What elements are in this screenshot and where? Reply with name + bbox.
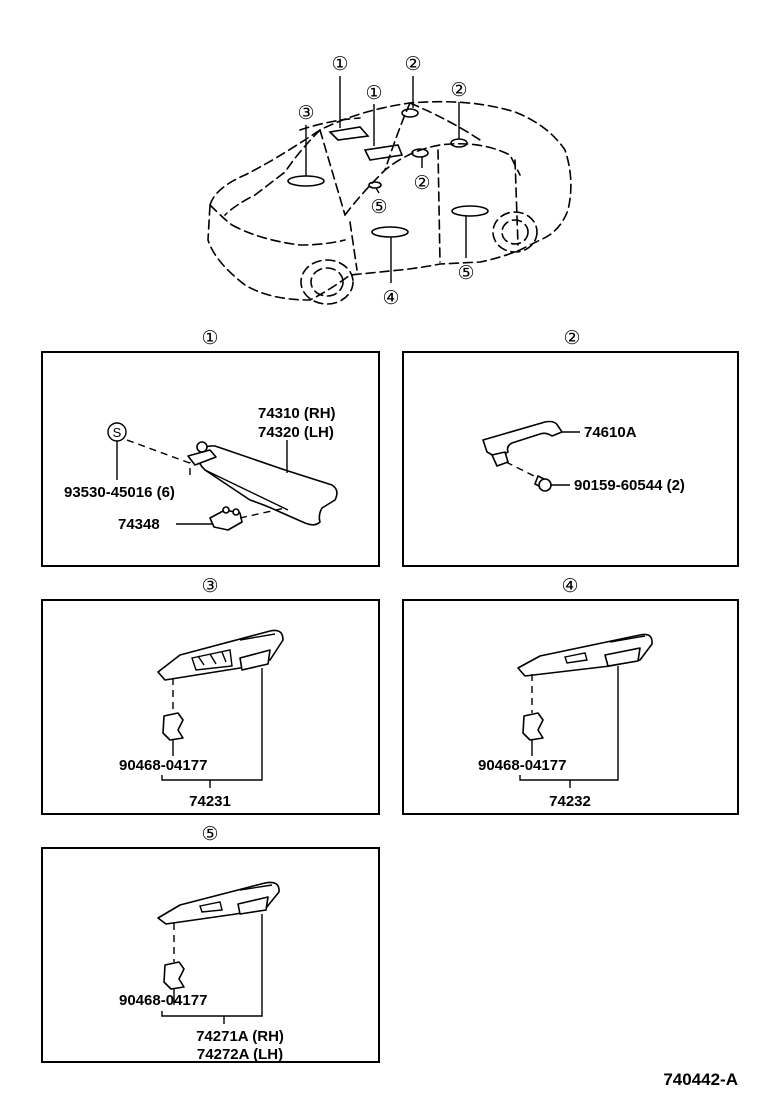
panel-4-frame <box>402 599 739 815</box>
panel-2-frame <box>402 351 739 567</box>
callout-4: ④ <box>382 288 399 309</box>
part-93530: 93530-45016 (6) <box>64 484 175 501</box>
panel-sun-visor: ① S 74310 (RH) 74320 (LH) 93530-45016 (6… <box>41 328 380 567</box>
part-74272A: 74272A (LH) <box>197 1046 283 1063</box>
figure-code: 740442-A <box>663 1070 738 1089</box>
part-74232: 74232 <box>549 793 591 810</box>
panel-5-marker: ⑤ <box>201 824 218 845</box>
part-90468-a: 90468-04177 <box>119 757 207 774</box>
clip-front <box>163 961 185 990</box>
car-overview: ① ② ③ ① ② ② ⑤ ④ ⑤ <box>207 54 572 309</box>
panel-5-frame <box>41 847 380 1063</box>
callout-1-top: ① <box>331 54 348 75</box>
panel-switch-base-74232: ④ 90468-04177 74232 <box>402 576 739 815</box>
panel-2-marker: ② <box>563 328 580 349</box>
part-74610A: 74610A <box>584 424 637 441</box>
panel-assist-grip: ② 74610A 90159-60544 (2) <box>402 328 739 567</box>
panel-switch-base-74271A: ⑤ 90468-04177 74271A (RH) 74272A (LH) <box>41 824 380 1063</box>
panel-4-marker: ④ <box>561 576 578 597</box>
part-74320: 74320 (LH) <box>258 424 334 441</box>
clip-rear <box>522 712 544 741</box>
panel-3-marker: ③ <box>201 576 218 597</box>
callout-5-rear: ⑤ <box>457 263 474 284</box>
callout-3: ③ <box>297 103 314 124</box>
callout-2-lower: ② <box>413 173 430 194</box>
callout-2-top: ② <box>404 54 421 75</box>
part-74310: 74310 (RH) <box>258 405 336 422</box>
screw-symbol: S <box>113 425 122 440</box>
panel-3-frame <box>41 599 380 815</box>
part-90468-c: 90468-04177 <box>119 992 207 1009</box>
callout-1-second: ① <box>365 83 382 104</box>
panel-1-frame <box>41 351 380 567</box>
clip <box>162 712 184 741</box>
part-90468-b: 90468-04177 <box>478 757 566 774</box>
part-74271A: 74271A (RH) <box>196 1028 284 1045</box>
part-90159: 90159-60544 (2) <box>574 477 685 494</box>
part-74231: 74231 <box>189 793 231 810</box>
panel-switch-base-74231: ③ 90468-04177 74231 <box>41 576 380 815</box>
assist-grip <box>482 420 563 459</box>
panel-1-marker: ① <box>201 328 218 349</box>
callout-2-right: ② <box>450 80 467 101</box>
mount-pin <box>196 441 208 453</box>
part-74348: 74348 <box>118 516 160 533</box>
callout-5-front: ⑤ <box>370 197 387 218</box>
